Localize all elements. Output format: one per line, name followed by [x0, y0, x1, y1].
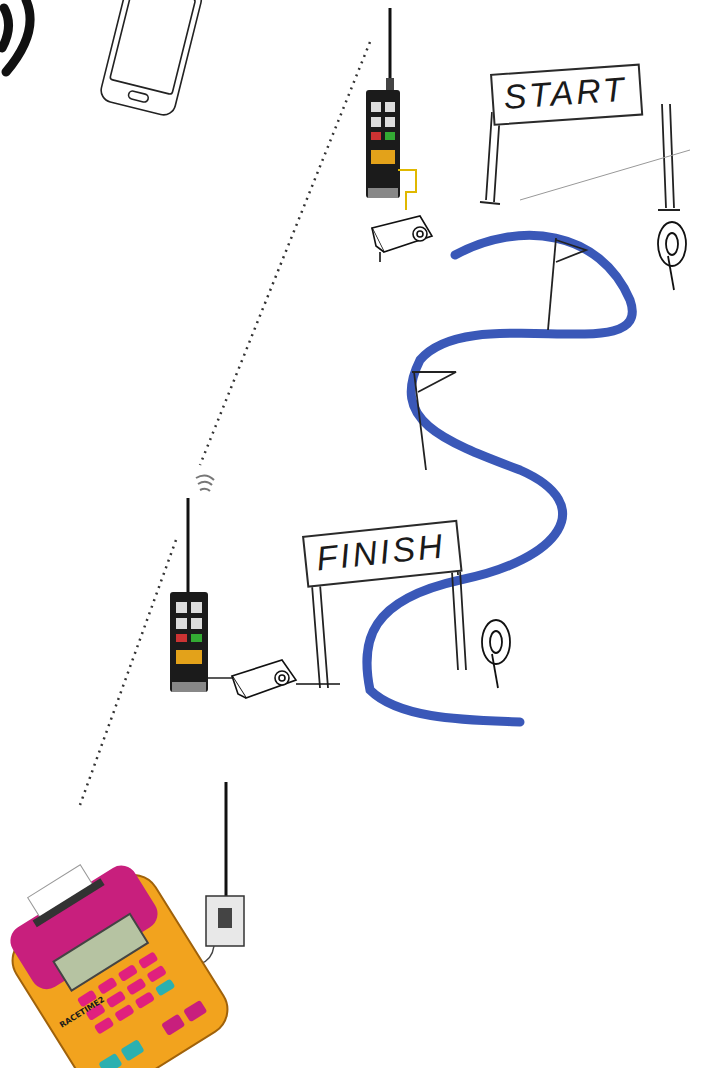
start-banner: START	[490, 64, 643, 126]
banner-text: FINISH	[315, 527, 450, 578]
transmitter	[170, 498, 232, 692]
flag	[412, 238, 586, 470]
radio-waves	[2, 0, 30, 72]
photocell	[372, 216, 432, 262]
banner-text: START	[502, 70, 630, 116]
timer-printer	[0, 837, 237, 1068]
radio-link	[80, 42, 370, 805]
transmitter	[366, 8, 416, 210]
smartphone	[99, 0, 204, 117]
course-line	[367, 235, 632, 722]
signal-symbol	[196, 475, 214, 491]
receiver	[200, 782, 244, 964]
reflector	[482, 222, 686, 688]
photocell	[232, 660, 340, 698]
finish-banner: FINISH	[302, 520, 463, 588]
